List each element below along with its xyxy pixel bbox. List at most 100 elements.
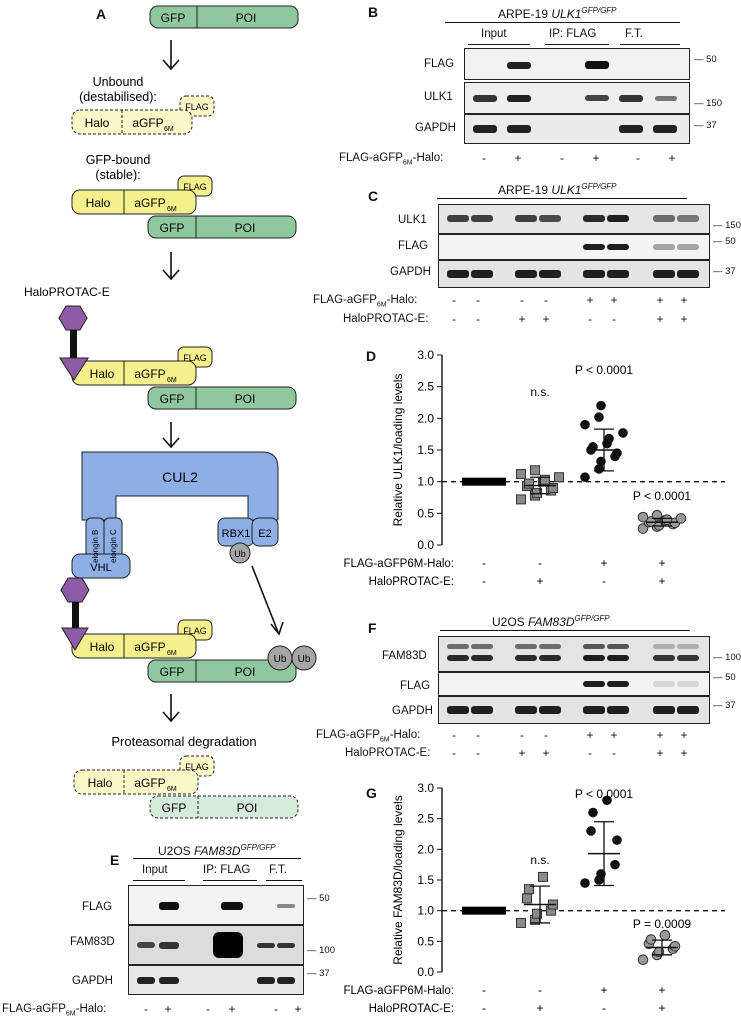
- point-g3-10: [637, 511, 649, 523]
- panel-e-title: U2OS FAM83DGFP/GFP: [158, 843, 276, 858]
- c-sign1-3: -: [544, 293, 548, 307]
- point-g3-0: [637, 954, 649, 966]
- svg-text:Halo: Halo: [85, 116, 110, 130]
- point-g1-2: [532, 908, 542, 919]
- arrow-down-4: [162, 694, 180, 723]
- panel-f-letter: F: [368, 620, 377, 636]
- point-g3-0: [637, 523, 649, 534]
- c-mw-150: — 150: [713, 220, 741, 231]
- b-blot-flag: [464, 48, 690, 80]
- band: [653, 706, 675, 714]
- f-row-gapdh: GAPDH: [392, 705, 433, 717]
- row1-sign-0: -: [482, 556, 486, 570]
- y-tick-label: 3.0: [417, 781, 434, 795]
- f-sign1-6: +: [656, 728, 664, 742]
- group-0-points: [462, 906, 506, 915]
- band: [515, 644, 537, 649]
- row1-sign-3: +: [658, 983, 665, 997]
- schematic-svg: GFP POI Unbound (destabilised): FLAG Hal…: [24, 5, 317, 819]
- svg-text:aGFP: aGFP: [134, 776, 165, 790]
- svg-text:Halo: Halo: [88, 776, 113, 790]
- f-blot-fam83d: [438, 636, 710, 672]
- gfp-poi-top: GFP POI: [149, 5, 299, 29]
- c-sign1-2: -: [520, 293, 524, 307]
- svg-text:Halo: Halo: [86, 196, 111, 210]
- f-blot-flag: [438, 672, 710, 696]
- f-mw-50: — 50: [713, 672, 736, 683]
- band: [653, 655, 675, 661]
- band: [539, 215, 561, 222]
- band: [607, 644, 629, 649]
- b-sign-0: -: [482, 151, 486, 165]
- e-row-fam83d: FAM83D: [70, 936, 115, 948]
- panel-c-letter: C: [368, 188, 379, 204]
- b-mw-37: — 37: [694, 120, 717, 131]
- f-sign2-0: -: [452, 746, 456, 760]
- b-sign-5: +: [668, 151, 676, 165]
- band: [583, 706, 605, 714]
- y-axis-label: Relative FAM83D/loading levels: [391, 795, 405, 964]
- svg-text:6M: 6M: [167, 206, 177, 213]
- unbound-halo-agfp: [71, 95, 215, 135]
- svg-text:POI: POI: [236, 11, 257, 25]
- svg-text:FLAG: FLAG: [185, 762, 209, 772]
- e-row-flag: FLAG: [82, 901, 113, 913]
- point-g2-11: [594, 412, 604, 422]
- e-sign-0: -: [144, 1002, 148, 1016]
- e-group-ft: F.T.: [269, 864, 287, 876]
- e-treatment-label: FLAG-aGFP6M-Halo:: [2, 1003, 107, 1018]
- cul2-complex: [71, 451, 279, 579]
- b-treatment-label: FLAG-aGFP6M-Halo:: [339, 152, 444, 167]
- c-mw-50: — 50: [713, 236, 736, 247]
- point-g1-7: [538, 871, 548, 882]
- point-g1-0: [516, 494, 526, 505]
- b-blot-ulk1: [464, 82, 690, 114]
- b-group-ft: F.T.: [625, 28, 643, 40]
- f-sign2-2: +: [518, 746, 526, 760]
- svg-text:6M: 6M: [167, 377, 177, 384]
- c-blot-flag: [438, 234, 710, 260]
- point-g1-4: [548, 483, 558, 493]
- band: [447, 270, 469, 278]
- point-g3-8: [661, 514, 673, 525]
- protac-bound-assembly: [59, 346, 297, 410]
- band: [515, 655, 537, 661]
- c-treatment2-label: HaloPROTAC-E:: [343, 313, 429, 325]
- svg-text:Halo: Halo: [90, 640, 115, 654]
- gfp-bound-title-1: GFP-bound: [86, 153, 151, 167]
- band: [677, 681, 699, 687]
- svg-text:GFP: GFP: [161, 11, 186, 25]
- band: [447, 655, 469, 661]
- band: [539, 655, 561, 661]
- c-sign1-6: +: [656, 293, 664, 307]
- svg-text:aGFP: aGFP: [134, 196, 165, 210]
- e-group-input: Input: [142, 864, 168, 876]
- f-sign1-2: -: [520, 728, 524, 742]
- c-blot-gapdh: [438, 260, 710, 288]
- e-group-ip: IP: FLAG: [203, 864, 251, 876]
- f-sign2-1: -: [476, 746, 480, 760]
- band: [677, 644, 699, 649]
- point-g2-8: [604, 433, 614, 444]
- b-sign-3: +: [592, 151, 600, 165]
- annotation-3: P < 0.0001: [633, 489, 691, 503]
- gfp-bound-assembly: [71, 175, 297, 239]
- e-sign-1: +: [164, 1002, 172, 1016]
- c-sign2-3: +: [542, 312, 550, 326]
- f-mw-37: — 37: [713, 700, 736, 711]
- f-sign2-5: -: [612, 746, 616, 760]
- panel-e-letter: E: [110, 852, 120, 868]
- e-sign-2: -: [206, 1002, 210, 1016]
- c-sign2-6: +: [656, 312, 664, 326]
- point-g1-5: [522, 893, 532, 904]
- svg-text:6M: 6M: [167, 650, 177, 657]
- row1-label: FLAG-aGFP6M-Halo:: [343, 558, 454, 570]
- proteasomal-label: Proteasomal degradation: [111, 734, 256, 749]
- y-axis-label: Relative ULK1/loading levels: [391, 374, 405, 527]
- svg-text:aGFP: aGFP: [134, 367, 165, 381]
- unbound-title-2: (destabilised):: [79, 90, 157, 104]
- c-sign2-7: +: [680, 312, 688, 326]
- panel-a-letter: A: [96, 6, 107, 22]
- point-g2-0: [580, 878, 590, 888]
